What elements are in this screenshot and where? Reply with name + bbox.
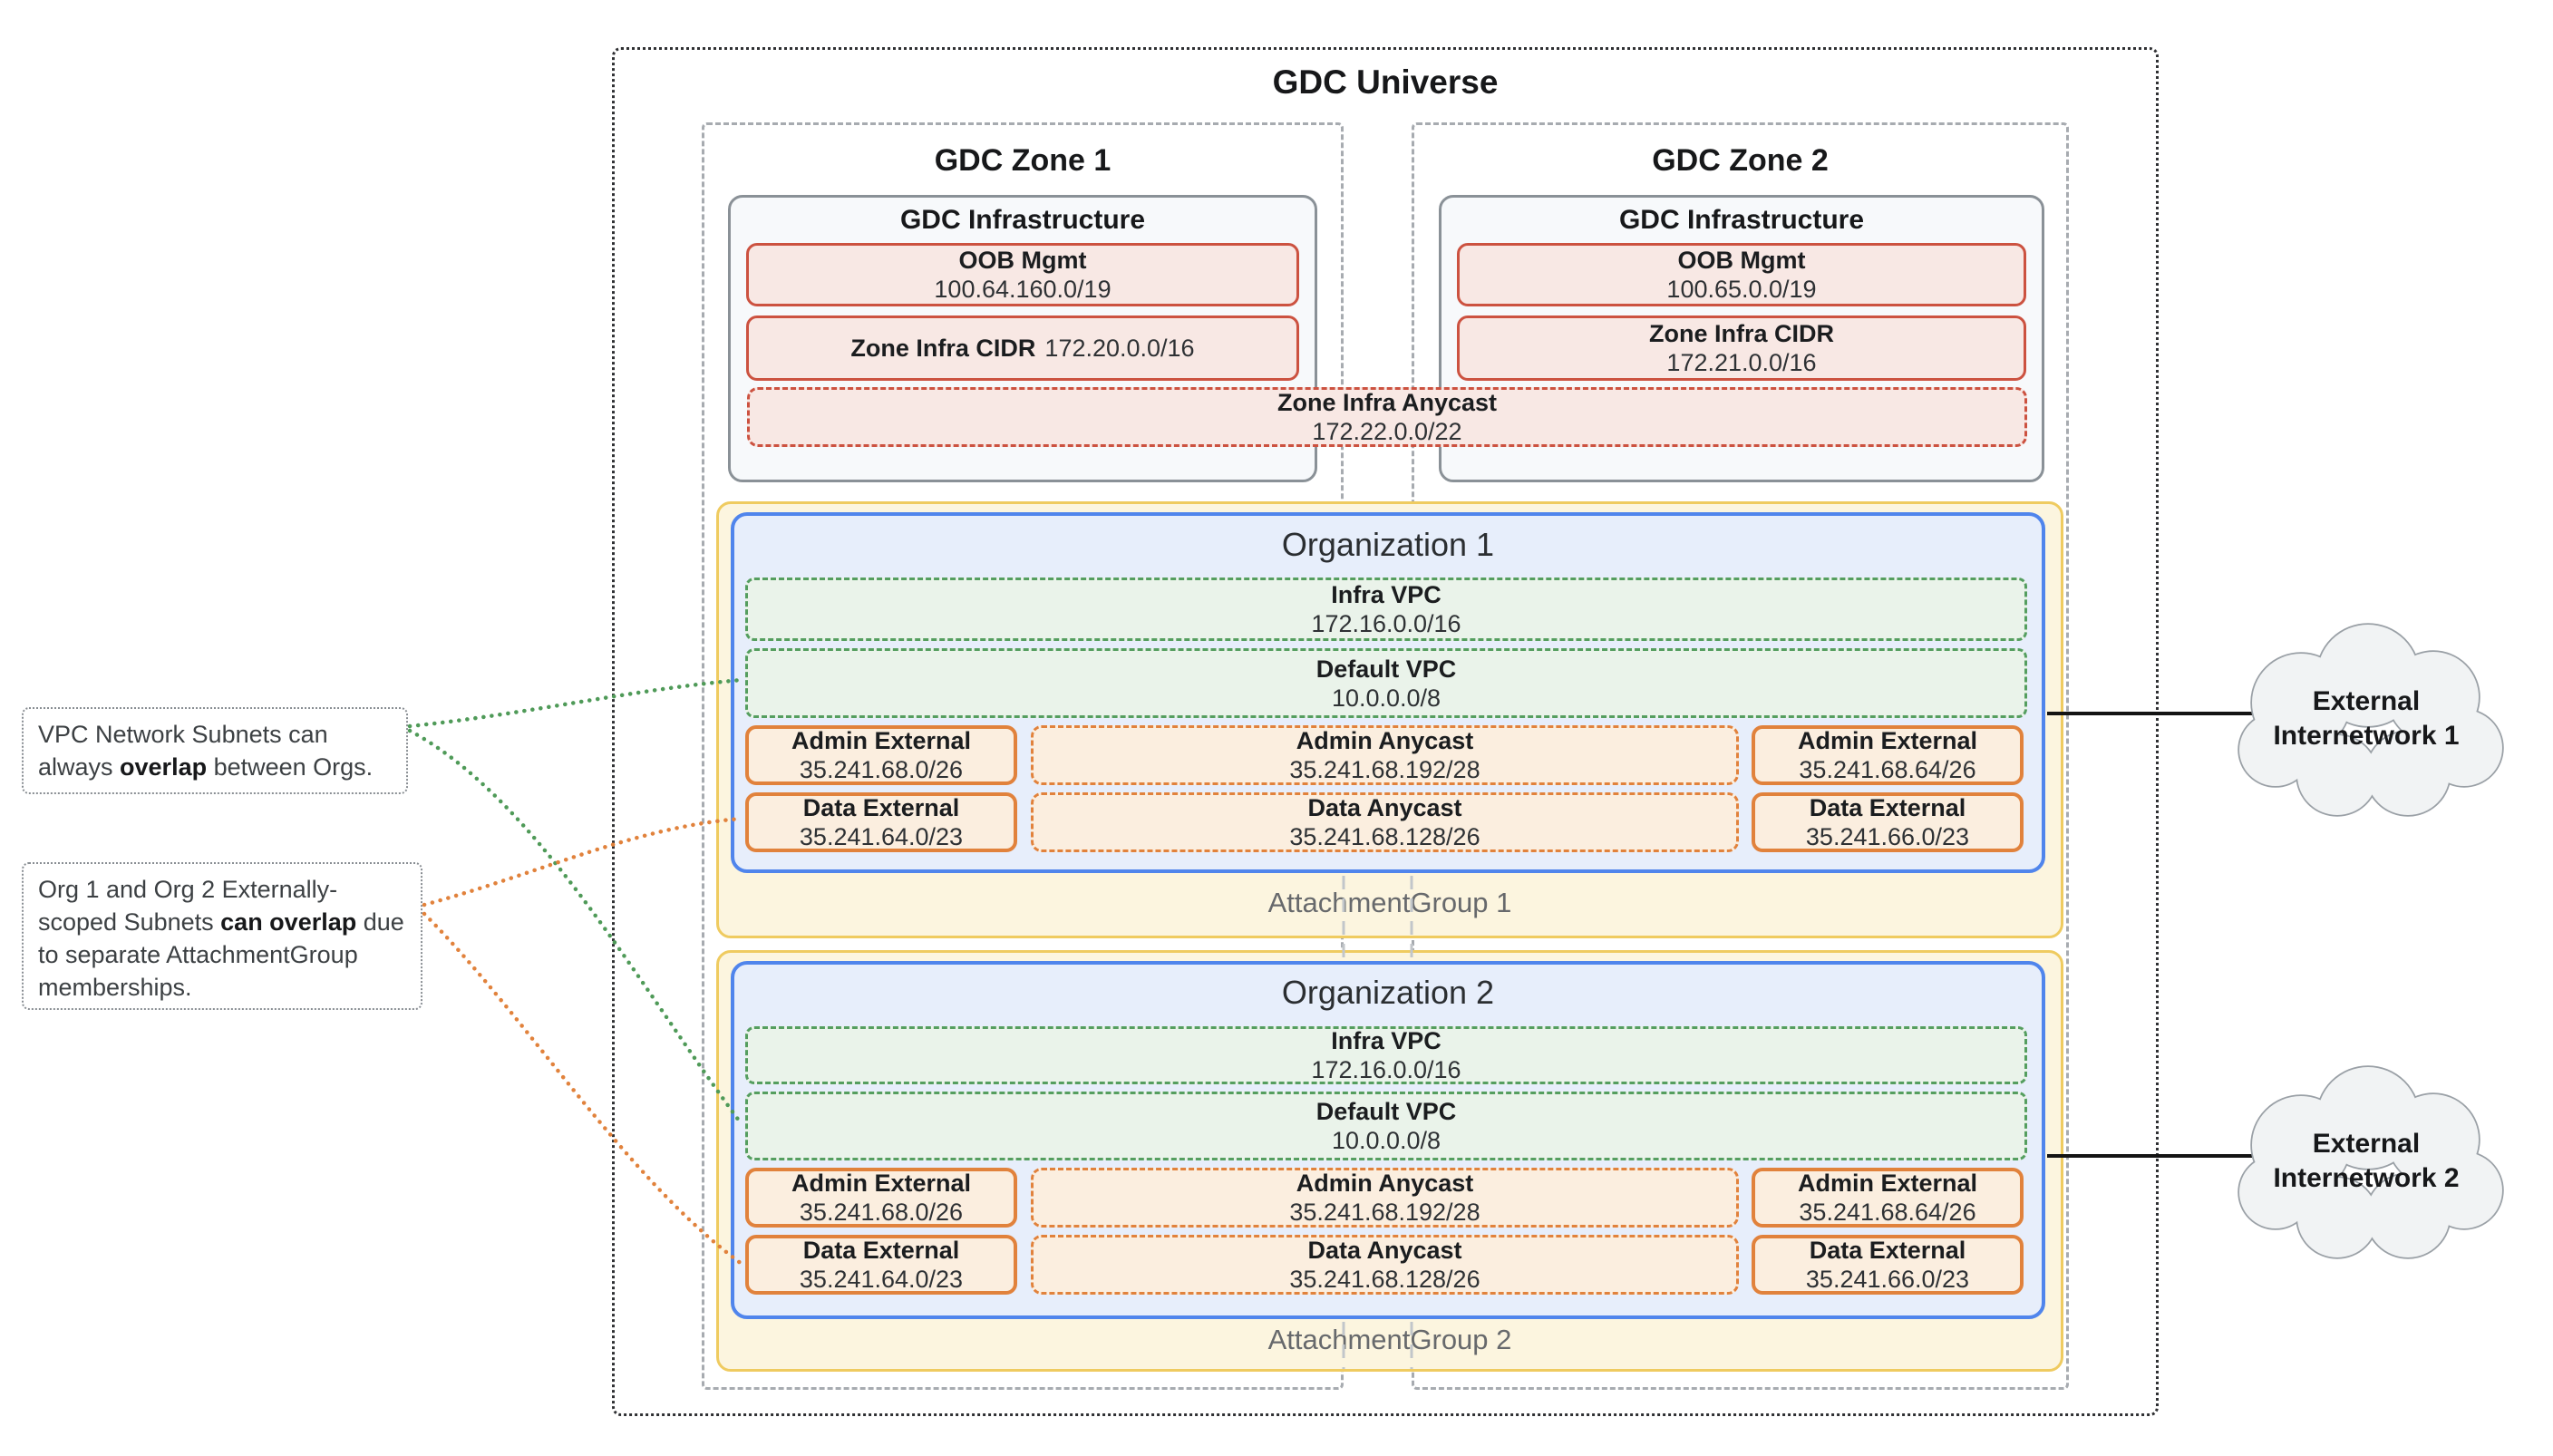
external-internetwork-1-label: External Internetwork 1: [2273, 686, 2460, 751]
vpc-label: Infra VPC: [1331, 1027, 1442, 1054]
subnet-cidr: 35.241.68.0/26: [799, 1199, 964, 1226]
universe-title: GDC Universe: [1272, 63, 1499, 101]
subnet-label: Data External: [802, 794, 960, 821]
org-2-admin-anycast-box: Admin Anycast 35.241.68.192/28: [1031, 1168, 1739, 1228]
subnet-cidr: 35.241.68.192/28: [1289, 756, 1480, 783]
org-1-admin-anycast-box: Admin Anycast 35.241.68.192/28: [1031, 725, 1739, 785]
vpc-label: Infra VPC: [1331, 581, 1442, 608]
zone-2-title: GDC Zone 2: [1652, 143, 1829, 178]
subnet-label: Admin Anycast: [1296, 727, 1474, 754]
vpc-label: Default VPC: [1315, 1098, 1457, 1125]
subnet-cidr: 35.241.66.0/23: [1805, 1266, 1970, 1293]
organization-2-title: Organization 2: [1281, 974, 1495, 1011]
zone-2-infra-cidr-box: Zone Infra CIDR 172.21.0.0/16: [1457, 315, 2026, 381]
subnet-label: Admin External: [791, 1170, 972, 1197]
subnet-cidr: 35.241.68.64/26: [1799, 756, 1976, 783]
org-2-data-external-right-box: Data External 35.241.66.0/23: [1752, 1235, 2024, 1295]
vpc-cidr: 172.16.0.0/16: [1311, 610, 1461, 637]
subnet-label: Admin External: [791, 727, 972, 754]
org-2-admin-external-left-box: Admin External 35.241.68.0/26: [745, 1168, 1017, 1228]
vpc-cidr: 172.16.0.0/16: [1311, 1056, 1461, 1083]
subnet-label: Data Anycast: [1307, 1237, 1462, 1264]
attachment-group-2-label: AttachmentGroup 2: [1267, 1324, 1512, 1355]
org-2-default-vpc-box: Default VPC 10.0.0.0/8: [745, 1092, 2027, 1160]
oob-label: OOB Mgmt: [958, 247, 1087, 274]
annotation-external-overlap: Org 1 and Org 2 Externally-scoped Subnet…: [22, 862, 422, 1010]
vpc-cidr: 10.0.0.0/8: [1331, 1127, 1442, 1154]
org-1-data-external-left-box: Data External 35.241.64.0/23: [745, 792, 1017, 852]
subnet-label: Data Anycast: [1307, 794, 1462, 821]
org-1-admin-external-right-box: Admin External 35.241.68.64/26: [1752, 725, 2024, 785]
oob-label: OOB Mgmt: [1677, 247, 1806, 274]
oob-cidr: 100.65.0.0/19: [1666, 276, 1817, 303]
annotation-vpc-overlap: VPC Network Subnets can always overlap b…: [22, 707, 408, 794]
annotation-text: between Orgs.: [207, 753, 374, 781]
zone-1-infra-cidr-box: Zone Infra CIDR 172.20.0.0/16: [746, 315, 1299, 381]
subnet-cidr: 35.241.66.0/23: [1805, 823, 1970, 850]
oob-cidr: 100.64.160.0/19: [934, 276, 1111, 303]
org-1-data-anycast-box: Data Anycast 35.241.68.128/26: [1031, 792, 1739, 852]
anycast-label: Zone Infra Anycast: [1276, 389, 1498, 416]
subnet-cidr: 35.241.68.128/26: [1289, 1266, 1480, 1293]
org-2-data-external-left-box: Data External 35.241.64.0/23: [745, 1235, 1017, 1295]
subnet-label: Data External: [802, 1237, 960, 1264]
subnet-cidr: 35.241.68.0/26: [799, 756, 964, 783]
subnet-cidr: 35.241.68.128/26: [1289, 823, 1480, 850]
annotation-text: Org 1 and Org 2 Externally-scoped Subnet…: [38, 876, 338, 936]
org-1-admin-external-left-box: Admin External 35.241.68.0/26: [745, 725, 1017, 785]
subnet-label: Data External: [1809, 1237, 1966, 1264]
zone-infra-cidr-label: Zone Infra CIDR: [1648, 320, 1834, 347]
zone-infra-cidr-value: 172.21.0.0/16: [1666, 349, 1817, 376]
subnet-cidr: 35.241.68.192/28: [1289, 1199, 1480, 1226]
organization-1-title: Organization 1: [1281, 526, 1495, 563]
subnet-label: Admin External: [1797, 727, 1978, 754]
zone-1-title: GDC Zone 1: [934, 143, 1111, 178]
annotation-text: VPC Network Subnets can always: [38, 721, 328, 781]
subnet-cidr: 35.241.64.0/23: [799, 823, 964, 850]
subnet-label: Data External: [1809, 794, 1966, 821]
annotation-text-bold: can overlap: [220, 908, 357, 936]
org-1-infra-vpc-box: Infra VPC 172.16.0.0/16: [745, 578, 2027, 641]
annotation-text: due to separate AttachmentGroup membersh…: [38, 908, 404, 1001]
zone-infra-anycast-box: Zone Infra Anycast 172.22.0.0/22: [747, 387, 2027, 447]
zone-2-infra-title: GDC Infrastructure: [1618, 205, 1865, 235]
external-internetwork-2-label: External Internetwork 2: [2273, 1129, 2460, 1193]
zone-1-infra-title: GDC Infrastructure: [899, 205, 1146, 235]
subnet-cidr: 35.241.64.0/23: [799, 1266, 964, 1293]
org-2-data-anycast-box: Data Anycast 35.241.68.128/26: [1031, 1235, 1739, 1295]
annotation-text-bold: overlap: [120, 753, 208, 781]
org-2-infra-vpc-box: Infra VPC 172.16.0.0/16: [745, 1026, 2027, 1084]
org-2-admin-external-right-box: Admin External 35.241.68.64/26: [1752, 1168, 2024, 1228]
vpc-label: Default VPC: [1315, 655, 1457, 683]
subnet-label: Admin External: [1797, 1170, 1978, 1197]
subnet-label: Admin Anycast: [1296, 1170, 1474, 1197]
zone-infra-cidr-label: Zone Infra CIDR: [850, 335, 1036, 362]
anycast-cidr: 172.22.0.0/22: [1312, 418, 1462, 445]
zone-infra-cidr-value: 172.20.0.0/16: [1044, 335, 1195, 362]
org-1-data-external-right-box: Data External 35.241.66.0/23: [1752, 792, 2024, 852]
attachment-group-1-label: AttachmentGroup 1: [1267, 887, 1512, 918]
org-1-default-vpc-box: Default VPC 10.0.0.0/8: [745, 648, 2027, 718]
zone-1-oob-mgmt-box: OOB Mgmt 100.64.160.0/19: [746, 243, 1299, 306]
vpc-cidr: 10.0.0.0/8: [1331, 684, 1442, 712]
subnet-cidr: 35.241.68.64/26: [1799, 1199, 1976, 1226]
zone-2-oob-mgmt-box: OOB Mgmt 100.65.0.0/19: [1457, 243, 2026, 306]
